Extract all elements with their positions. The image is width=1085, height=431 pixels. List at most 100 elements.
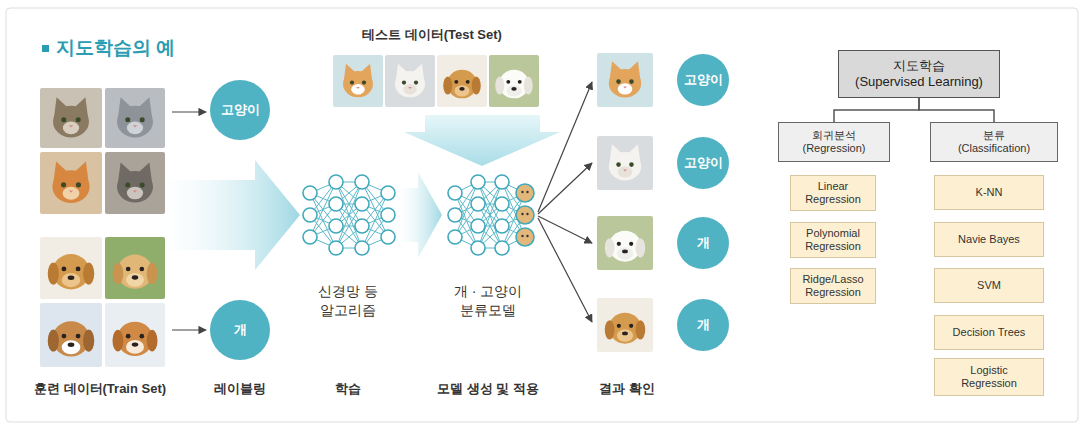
cat-photo [125,182,130,187]
cat-photo [385,55,435,107]
dog-photo [443,77,452,95]
cat-photo [105,88,165,148]
cat-photo [395,71,425,97]
class-label-circle: 개 [677,299,729,351]
cat-photo [140,117,145,122]
neural-network [495,175,509,189]
cat-photo [125,117,130,122]
neural-network [303,186,317,200]
dog-photo [466,80,470,84]
neural-network [329,175,343,189]
node-text: 고양이 [684,155,723,171]
cat-photo [133,190,137,192]
neural-network [336,182,362,248]
neural-network [355,241,369,255]
cat-photo [61,117,66,122]
class-label-circle: 고양이 [677,137,729,189]
cat-photo [117,171,153,203]
cat-photo [140,182,145,187]
dog-photo [113,330,124,352]
cat-photo [362,81,366,85]
neural-network [448,208,462,222]
neural-network [329,241,343,255]
node-text: SVM [977,279,1001,292]
dog-photo [126,334,131,339]
neural-network [355,175,369,189]
neural-network [336,182,362,248]
cat-photo [616,79,621,84]
neural-network [478,182,502,248]
dog-photo [459,87,464,91]
dog-photo [68,343,75,347]
class-label-circle: 고양이 [677,54,729,106]
dog-photo [132,275,138,279]
neural-network [516,228,534,246]
cat-photo [597,53,653,107]
circle-outline [677,217,729,269]
cat-photo [53,106,89,138]
dog-photo [622,249,628,253]
cat-photo [40,88,102,148]
cat-photo [402,81,406,85]
dog-photo [437,55,487,107]
cat-photo [609,69,641,98]
dog-photo [518,80,522,84]
dog-photo [636,238,646,257]
node-text: Navie Bayes [958,233,1020,246]
node-text: Decision Trees [953,326,1026,339]
dog-photo [62,334,67,339]
node-text: 개 [697,317,710,333]
neural-network [381,208,395,222]
class-label-circle: 고양이 [210,80,270,140]
flow-line [538,218,592,322]
dog-photo [83,330,94,352]
dog-photo [511,87,516,91]
step-label: 결과 확인 [572,380,682,398]
node-text: K-NN [976,186,1003,199]
dog-photo [617,242,621,246]
neural-network [526,235,528,237]
cat-photo [343,71,373,97]
neural-network [516,206,534,224]
dog-photo [455,85,470,96]
neural-network [526,213,528,215]
cat-photo [40,152,102,214]
stage-caption: 신경망 등 알고리즘 [307,282,389,320]
dog-photo [48,330,59,352]
dog-photo [105,237,165,299]
dog-photo [524,77,533,95]
class-label-circle: 개 [210,300,270,360]
dog-photo [126,273,144,287]
method-box: Decision Trees [934,315,1044,350]
dog-photo [622,331,628,335]
dog-photo [40,237,102,299]
dog-photo [76,267,81,272]
dog-photo [40,303,102,367]
dog-photo [140,334,145,339]
cat-photo [52,170,89,203]
dog-photo [126,340,144,354]
cat-photo [629,79,634,84]
dog-photo [76,334,81,339]
neural-network [381,230,395,244]
node-text: 개 [234,322,247,338]
cat-photo [597,136,653,190]
node-text: 분류 [983,129,1005,142]
method-box: Linear Regression [790,175,876,211]
dog-photo [597,298,653,352]
stage-caption: 개 · 고양이 분류모델 [445,282,531,320]
method-box: Logistic Regression [934,358,1044,396]
dog-photo [597,216,653,270]
dog-photo [629,324,633,328]
cat-photo [350,81,354,85]
cat-photo [40,88,102,148]
cat-photo [623,169,627,171]
cat-photo [597,53,653,107]
cat-photo [333,55,383,107]
node-text: Logistic Regression [954,364,1024,390]
circle-outline [677,137,729,189]
photo-group [40,53,653,367]
flow-arrow [398,172,442,258]
flow-line [172,329,206,330]
